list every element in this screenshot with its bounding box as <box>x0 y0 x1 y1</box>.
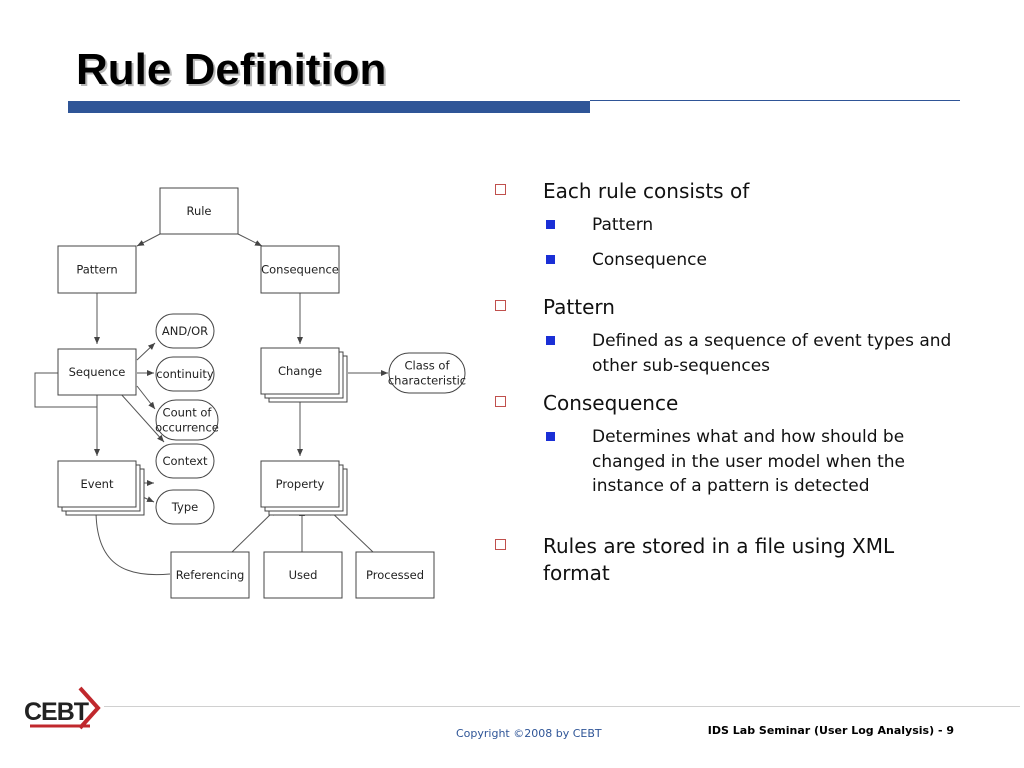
attribute-context: Context <box>155 443 215 479</box>
node-sequence: Sequence <box>57 348 137 396</box>
attribute-label: characteristic <box>388 374 466 388</box>
title-underline-line <box>590 100 960 101</box>
sub-bullet-item: Defined as a sequence of event types and… <box>490 329 960 378</box>
copyright-text: Copyright ©2008 by CEBT <box>456 727 602 740</box>
node-consequence: Consequence <box>260 245 340 294</box>
bullet-item: Consequence <box>490 390 960 417</box>
node-label: Processed <box>366 568 424 582</box>
bullet-text: Consequence <box>543 391 679 415</box>
node-label: Change <box>278 364 322 378</box>
attribute-label: continuity <box>156 367 214 381</box>
bullet-item: Rules are stored in a file using XML for… <box>490 533 960 587</box>
filled-square-bullet-icon <box>546 336 555 345</box>
bullet-text: Each rule consists of <box>543 179 750 203</box>
filled-square-bullet-icon <box>546 220 555 229</box>
node-used: Used <box>263 551 343 599</box>
sub-bullet-item: Consequence <box>490 248 960 273</box>
logo-text: CEBT <box>24 698 89 726</box>
attribute-label: AND/OR <box>162 324 208 338</box>
node-event: Event <box>57 460 145 516</box>
attribute-label: Class of <box>405 359 451 373</box>
node-label: Used <box>289 568 318 582</box>
hollow-square-bullet-icon <box>495 396 506 407</box>
footer-divider <box>104 706 1020 707</box>
bullet-text: Pattern <box>543 295 615 319</box>
sub-bullet-text: Defined as a sequence of event types and… <box>592 331 952 376</box>
bullet-item: Each rule consists of <box>490 178 960 205</box>
attribute-continuity: continuity <box>155 356 215 392</box>
filled-square-bullet-icon <box>546 432 555 441</box>
node-rule: Rule <box>159 187 239 235</box>
bullet-item: Pattern <box>490 294 960 321</box>
sub-bullet-text: Consequence <box>592 249 707 270</box>
node-label: Event <box>81 477 114 491</box>
attribute-type: Type <box>155 489 215 525</box>
cebt-logo: CEBT <box>24 686 101 730</box>
sub-bullet-item: Determines what and how should be change… <box>490 425 960 499</box>
sub-bullet-text: Pattern <box>592 215 654 235</box>
bullet-text: Rules are stored in a file using XML for… <box>543 533 895 585</box>
node-change: Change <box>260 347 348 403</box>
sub-bullet-item: Pattern <box>490 213 960 238</box>
attribute-label: Context <box>162 454 208 468</box>
title-underline-bar <box>68 101 590 113</box>
node-label: Consequence <box>261 263 339 277</box>
node-label: Sequence <box>69 365 126 379</box>
node-processed: Processed <box>355 551 435 599</box>
node-label: Property <box>276 477 325 491</box>
slide-title: Rule Definition <box>76 45 387 94</box>
node-pattern: Pattern <box>57 245 137 294</box>
hollow-square-bullet-icon <box>495 184 506 195</box>
attribute-label: Count of <box>163 406 213 420</box>
hollow-square-bullet-icon <box>495 300 506 311</box>
node-label: Referencing <box>176 568 245 582</box>
sub-bullet-text: Determines what and how should be change… <box>592 427 905 496</box>
attribute-label: occurrence <box>155 421 219 435</box>
node-label: Rule <box>186 204 211 218</box>
attribute-label: Type <box>171 500 198 514</box>
hollow-square-bullet-icon <box>495 538 506 550</box>
node-referencing: Referencing <box>170 551 250 599</box>
node-label: Pattern <box>76 263 117 277</box>
page-info: IDS Lab Seminar (User Log Analysis) - 9 <box>707 724 954 737</box>
attribute-andor: AND/OR <box>155 313 215 349</box>
filled-square-bullet-icon <box>546 254 555 264</box>
node-property: Property <box>260 460 348 516</box>
